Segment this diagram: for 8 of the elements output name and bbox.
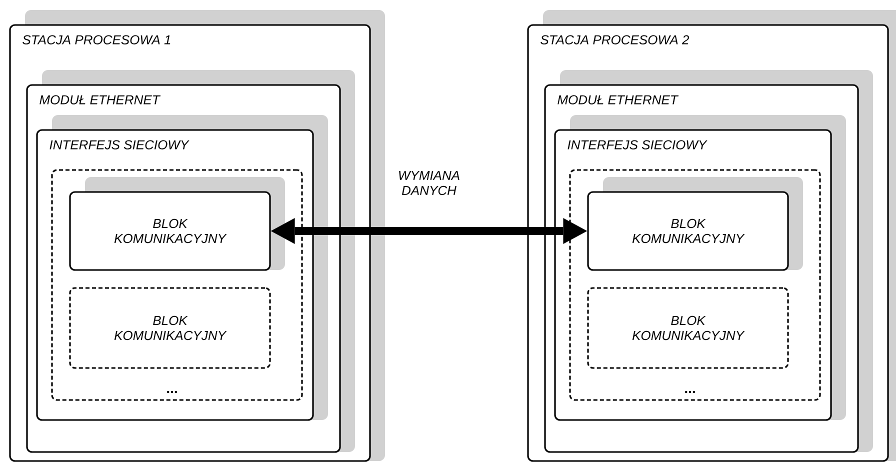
block-box: BLOK KOMUNIKACYJNY	[587, 177, 804, 271]
double-arrow	[270, 218, 588, 244]
edge-label: WYMIANA DANYCH	[391, 170, 467, 196]
block-box: BLOK KOMUNIKACYJNY	[69, 177, 285, 271]
ellipsis: ...	[167, 390, 177, 394]
dashed-block-box: BLOK KOMUNIKACYJNY	[587, 287, 789, 369]
ellipsis: ...	[685, 390, 695, 394]
dashed-block-box: BLOK KOMUNIKACYJNY	[69, 287, 271, 369]
